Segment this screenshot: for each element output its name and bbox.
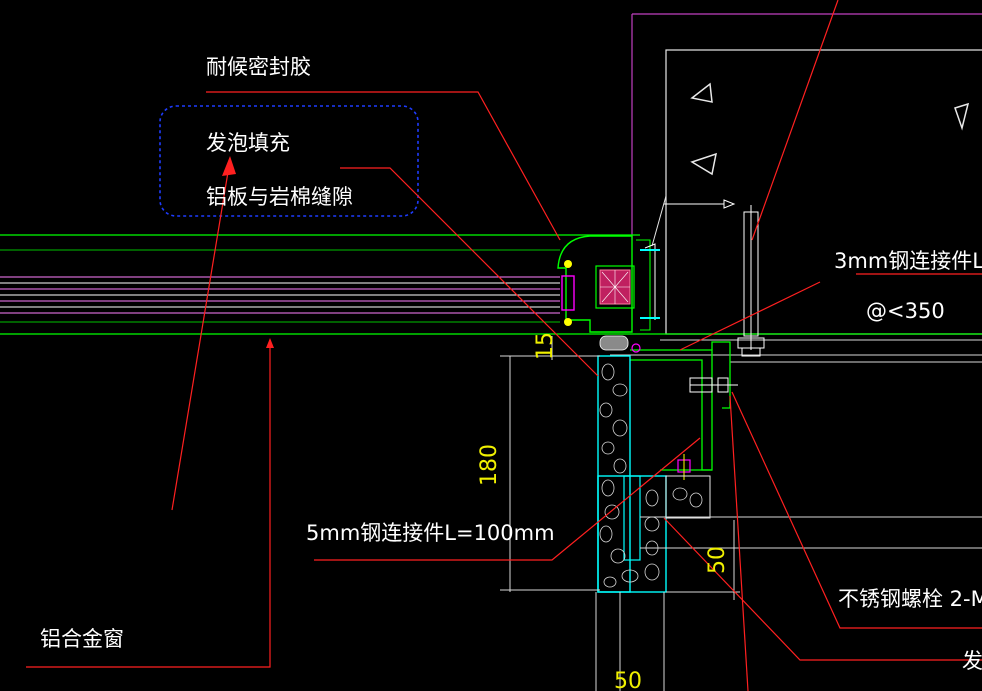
dimension-50-bottom: 50 — [614, 669, 642, 691]
label-sealant: 耐候密封胶 — [206, 55, 311, 79]
dimension-180: 180 — [477, 444, 502, 486]
glass-panes — [0, 276, 560, 314]
insulation-fill — [597, 335, 982, 593]
label-steel-connector-3mm: 3mm钢连接件L=50～ — [834, 249, 982, 273]
label-spacing: @<350 — [866, 299, 945, 323]
label-steel-connector-5mm: 5mm钢连接件L=100mm — [306, 521, 555, 545]
aluminum-profile — [557, 235, 660, 333]
label-foam-fill: 发泡填充 — [206, 131, 290, 155]
leader-lines — [26, 0, 982, 691]
anchor-screw — [651, 195, 736, 247]
arrowhead-foam — [222, 156, 236, 176]
label-gap-note: 铝板与岩棉缝隙 — [206, 185, 353, 209]
label-foam-edge: 发 — [962, 649, 982, 673]
arrowhead-window — [266, 338, 274, 348]
label-aluminum-window: 铝合金窗 — [40, 627, 124, 651]
revision-cloud — [159, 105, 419, 217]
dimension-lines — [500, 336, 740, 691]
dimension-50-right: 50 — [705, 546, 730, 574]
steel-connector-bracket — [630, 341, 738, 480]
dimension-15: 15 — [533, 332, 558, 360]
anchor-bolt — [737, 205, 765, 357]
label-bolt: 不锈钢螺栓 2-M6*3 — [838, 587, 982, 611]
window-frame-lines — [0, 234, 982, 335]
